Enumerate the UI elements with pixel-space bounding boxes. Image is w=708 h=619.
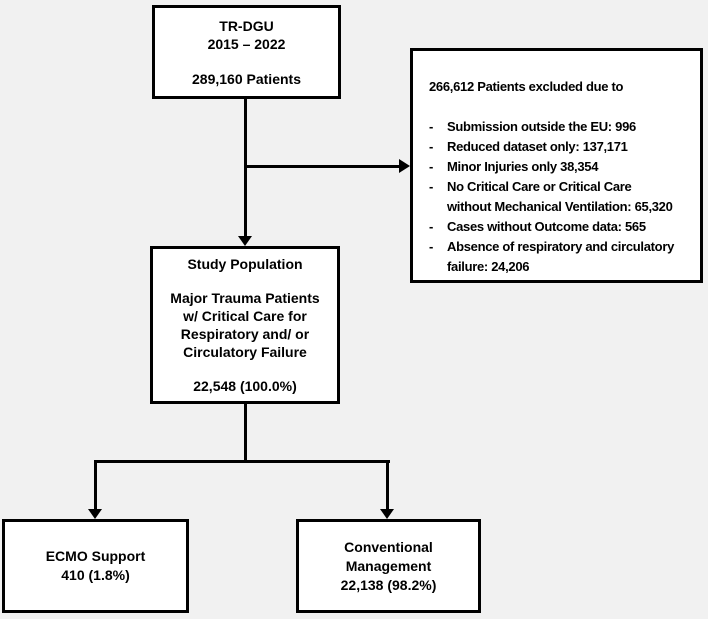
connector-to-exclusions — [244, 165, 400, 168]
node-exclusions: 266,612 Patients excluded due to - Submi… — [410, 48, 703, 283]
exclusion-item-text: Cases without Outcome data: 565 — [447, 219, 646, 234]
connector-branch-to-ecmo — [94, 462, 97, 510]
exclusion-item: - Minor Injuries only 38,354 — [429, 157, 598, 177]
exclusion-item: - Absence of respiratory and circulatory… — [429, 237, 674, 277]
node-conventional-management: Conventional Management 22,138 (98.2%) — [296, 519, 481, 613]
dash-marker: - — [429, 159, 434, 174]
connector-branch-to-conventional — [386, 462, 389, 510]
exclusion-item: - No Critical Care or Critical Care with… — [429, 177, 673, 217]
conventional-count: 22,138 (98.2%) — [340, 576, 437, 593]
dash-marker: - — [429, 179, 434, 194]
arrowhead-right-icon — [399, 159, 410, 173]
study-population-title: Study Population — [187, 256, 303, 272]
arrowhead-down-icon — [380, 509, 394, 519]
study-population-count: 22,548 (100.0%) — [193, 378, 297, 394]
ecmo-label: ECMO Support — [45, 548, 146, 564]
exclusion-item-text: Absence of respiratory and circulatory f… — [447, 239, 675, 274]
exclusion-item-text: Submission outside the EU: 996 — [447, 119, 636, 134]
dash-marker: - — [429, 119, 434, 134]
exclusion-item: - Cases without Outcome data: 565 — [429, 217, 646, 237]
study-population-description: Major Trauma Patients w/ Critical Care f… — [170, 290, 320, 360]
dash-marker: - — [429, 139, 434, 154]
node-tr-dgu: TR-DGU 2015 – 2022 289,160 Patients — [152, 5, 341, 99]
exclusion-item-text: Minor Injuries only 38,354 — [447, 159, 599, 174]
connector-study-to-branch — [244, 403, 247, 463]
exclusion-item: - Submission outside the EU: 996 — [429, 117, 636, 137]
exclusion-item: - Reduced dataset only: 137,171 — [429, 137, 628, 157]
tr-dgu-patient-count: 289,160 Patients — [192, 70, 301, 87]
dash-marker: - — [429, 219, 434, 234]
node-ecmo-support: ECMO Support 410 (1.8%) — [2, 519, 189, 613]
connector-branch-horizontal — [94, 460, 390, 463]
exclusion-item-text: Reduced dataset only: 137,171 — [447, 139, 628, 154]
exclusion-item-text: No Critical Care or Critical Care withou… — [447, 179, 673, 214]
ecmo-count: 410 (1.8%) — [61, 567, 130, 583]
dash-marker: - — [429, 239, 434, 254]
exclusions-header: 266,612 Patients excluded due to — [429, 79, 624, 94]
tr-dgu-title: TR-DGU 2015 – 2022 — [207, 17, 286, 52]
arrowhead-down-icon — [238, 236, 252, 246]
conventional-label: Conventional Management — [344, 538, 433, 574]
node-study-population: Study Population Major Trauma Patients w… — [150, 246, 340, 404]
arrowhead-down-icon — [88, 509, 102, 519]
